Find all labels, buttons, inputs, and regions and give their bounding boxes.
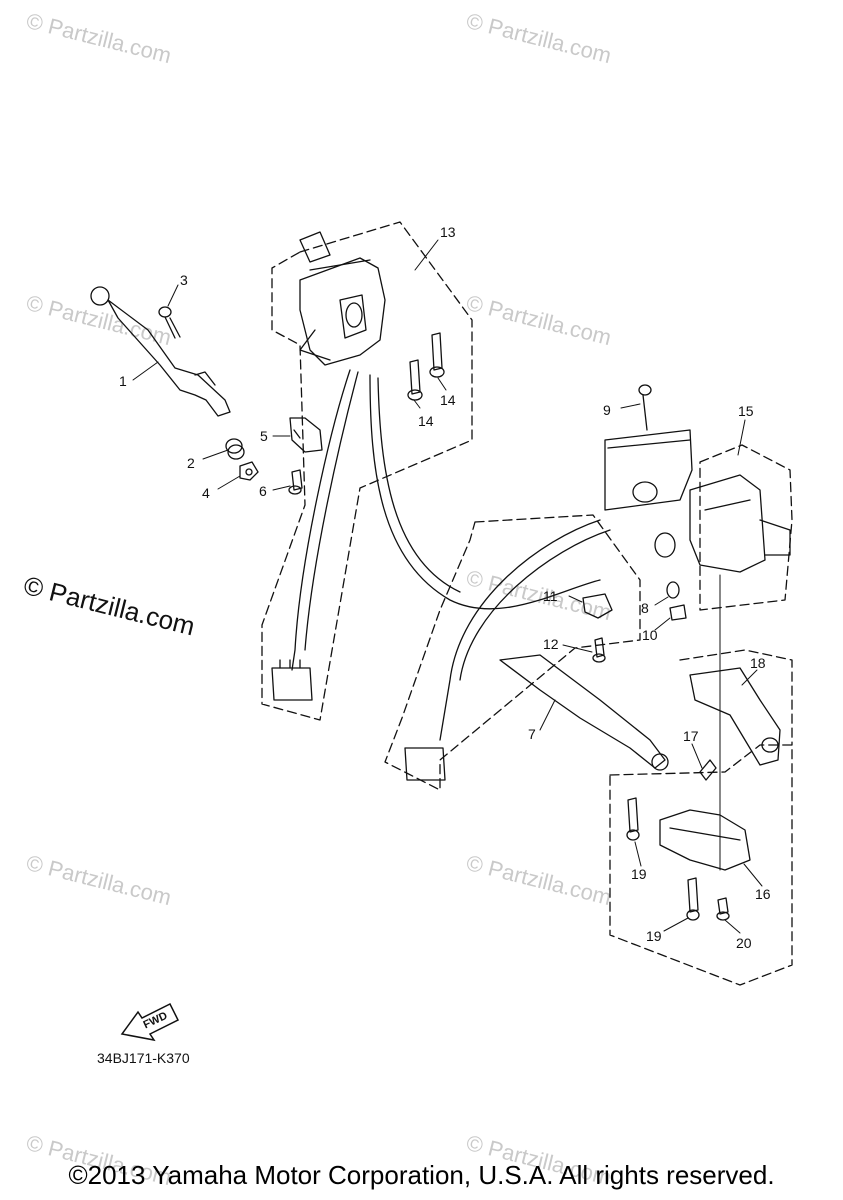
callout-4: 4: [202, 485, 210, 501]
lever-part-7: [499, 654, 669, 771]
callout-19: 19: [631, 866, 647, 882]
diagram-code: 34BJ171-K370: [97, 1050, 190, 1066]
callout-6: 6: [259, 483, 267, 499]
callout-15: 15: [738, 403, 754, 419]
wire-harness-13: [271, 369, 601, 701]
group-7-outline: [384, 514, 641, 791]
switch-part-11: [582, 593, 613, 619]
callout-18: 18: [750, 655, 766, 671]
collar-part-2: [225, 438, 245, 460]
callout-14: 14: [418, 413, 434, 429]
fwd-arrow-icon: [120, 1002, 180, 1042]
callout-7: 7: [528, 726, 536, 742]
callout-11: 11: [543, 588, 558, 604]
group-15-outline: [699, 444, 793, 611]
bolt-part-9: [638, 384, 652, 431]
collar-part-8: [666, 581, 680, 599]
fwd-label: FWD: [142, 1010, 170, 1031]
handlebar-switch-part-13: [299, 231, 386, 366]
master-cylinder: [604, 429, 693, 558]
callout-12: 12: [543, 636, 559, 652]
leader-lines: [132, 239, 763, 934]
nut-part-4: [239, 461, 259, 481]
wire-harness-7: [404, 519, 611, 781]
callout-13: 13: [440, 224, 456, 240]
callout-20: 20: [736, 935, 752, 951]
copyright-notice: ©2013 Yamaha Motor Corporation, U.S.A. A…: [68, 1160, 775, 1190]
group-13-outline: [261, 221, 473, 721]
pin-part-17: [699, 759, 717, 781]
screw-part-12: [592, 637, 606, 663]
lever-part-1: [90, 286, 231, 417]
bolt-part-3: [158, 306, 181, 339]
connector-7: [404, 747, 446, 781]
throttle-switch-part-15: [689, 474, 791, 573]
callout-8: 8: [641, 600, 649, 616]
bolt-part-19: [686, 877, 700, 921]
callout-19: 19: [646, 928, 662, 944]
callout-5: 5: [260, 428, 268, 444]
group-16-outline: [609, 744, 793, 986]
callout-10: 10: [642, 627, 658, 643]
switch-part-5: [289, 417, 323, 453]
lever-part-18: [689, 667, 781, 766]
callout-9: 9: [603, 402, 611, 418]
screw-part-20: [716, 897, 730, 921]
bolt-part-19: [626, 797, 640, 841]
callout-2: 2: [187, 455, 195, 471]
callout-16: 16: [755, 886, 771, 902]
bolt-part-14: [407, 359, 423, 401]
callout-17: 17: [683, 728, 699, 744]
callout-3: 3: [180, 272, 188, 288]
callout-14: 14: [440, 392, 456, 408]
nut-part-10: [669, 604, 687, 621]
group-18-outline: [679, 649, 793, 746]
callout-1: 1: [119, 373, 127, 389]
connector-13: [271, 667, 313, 701]
bracket-part-16: [659, 809, 751, 871]
screw-part-6: [288, 469, 303, 495]
group-outline: [261, 221, 793, 986]
bolt-part-14: [429, 332, 445, 378]
